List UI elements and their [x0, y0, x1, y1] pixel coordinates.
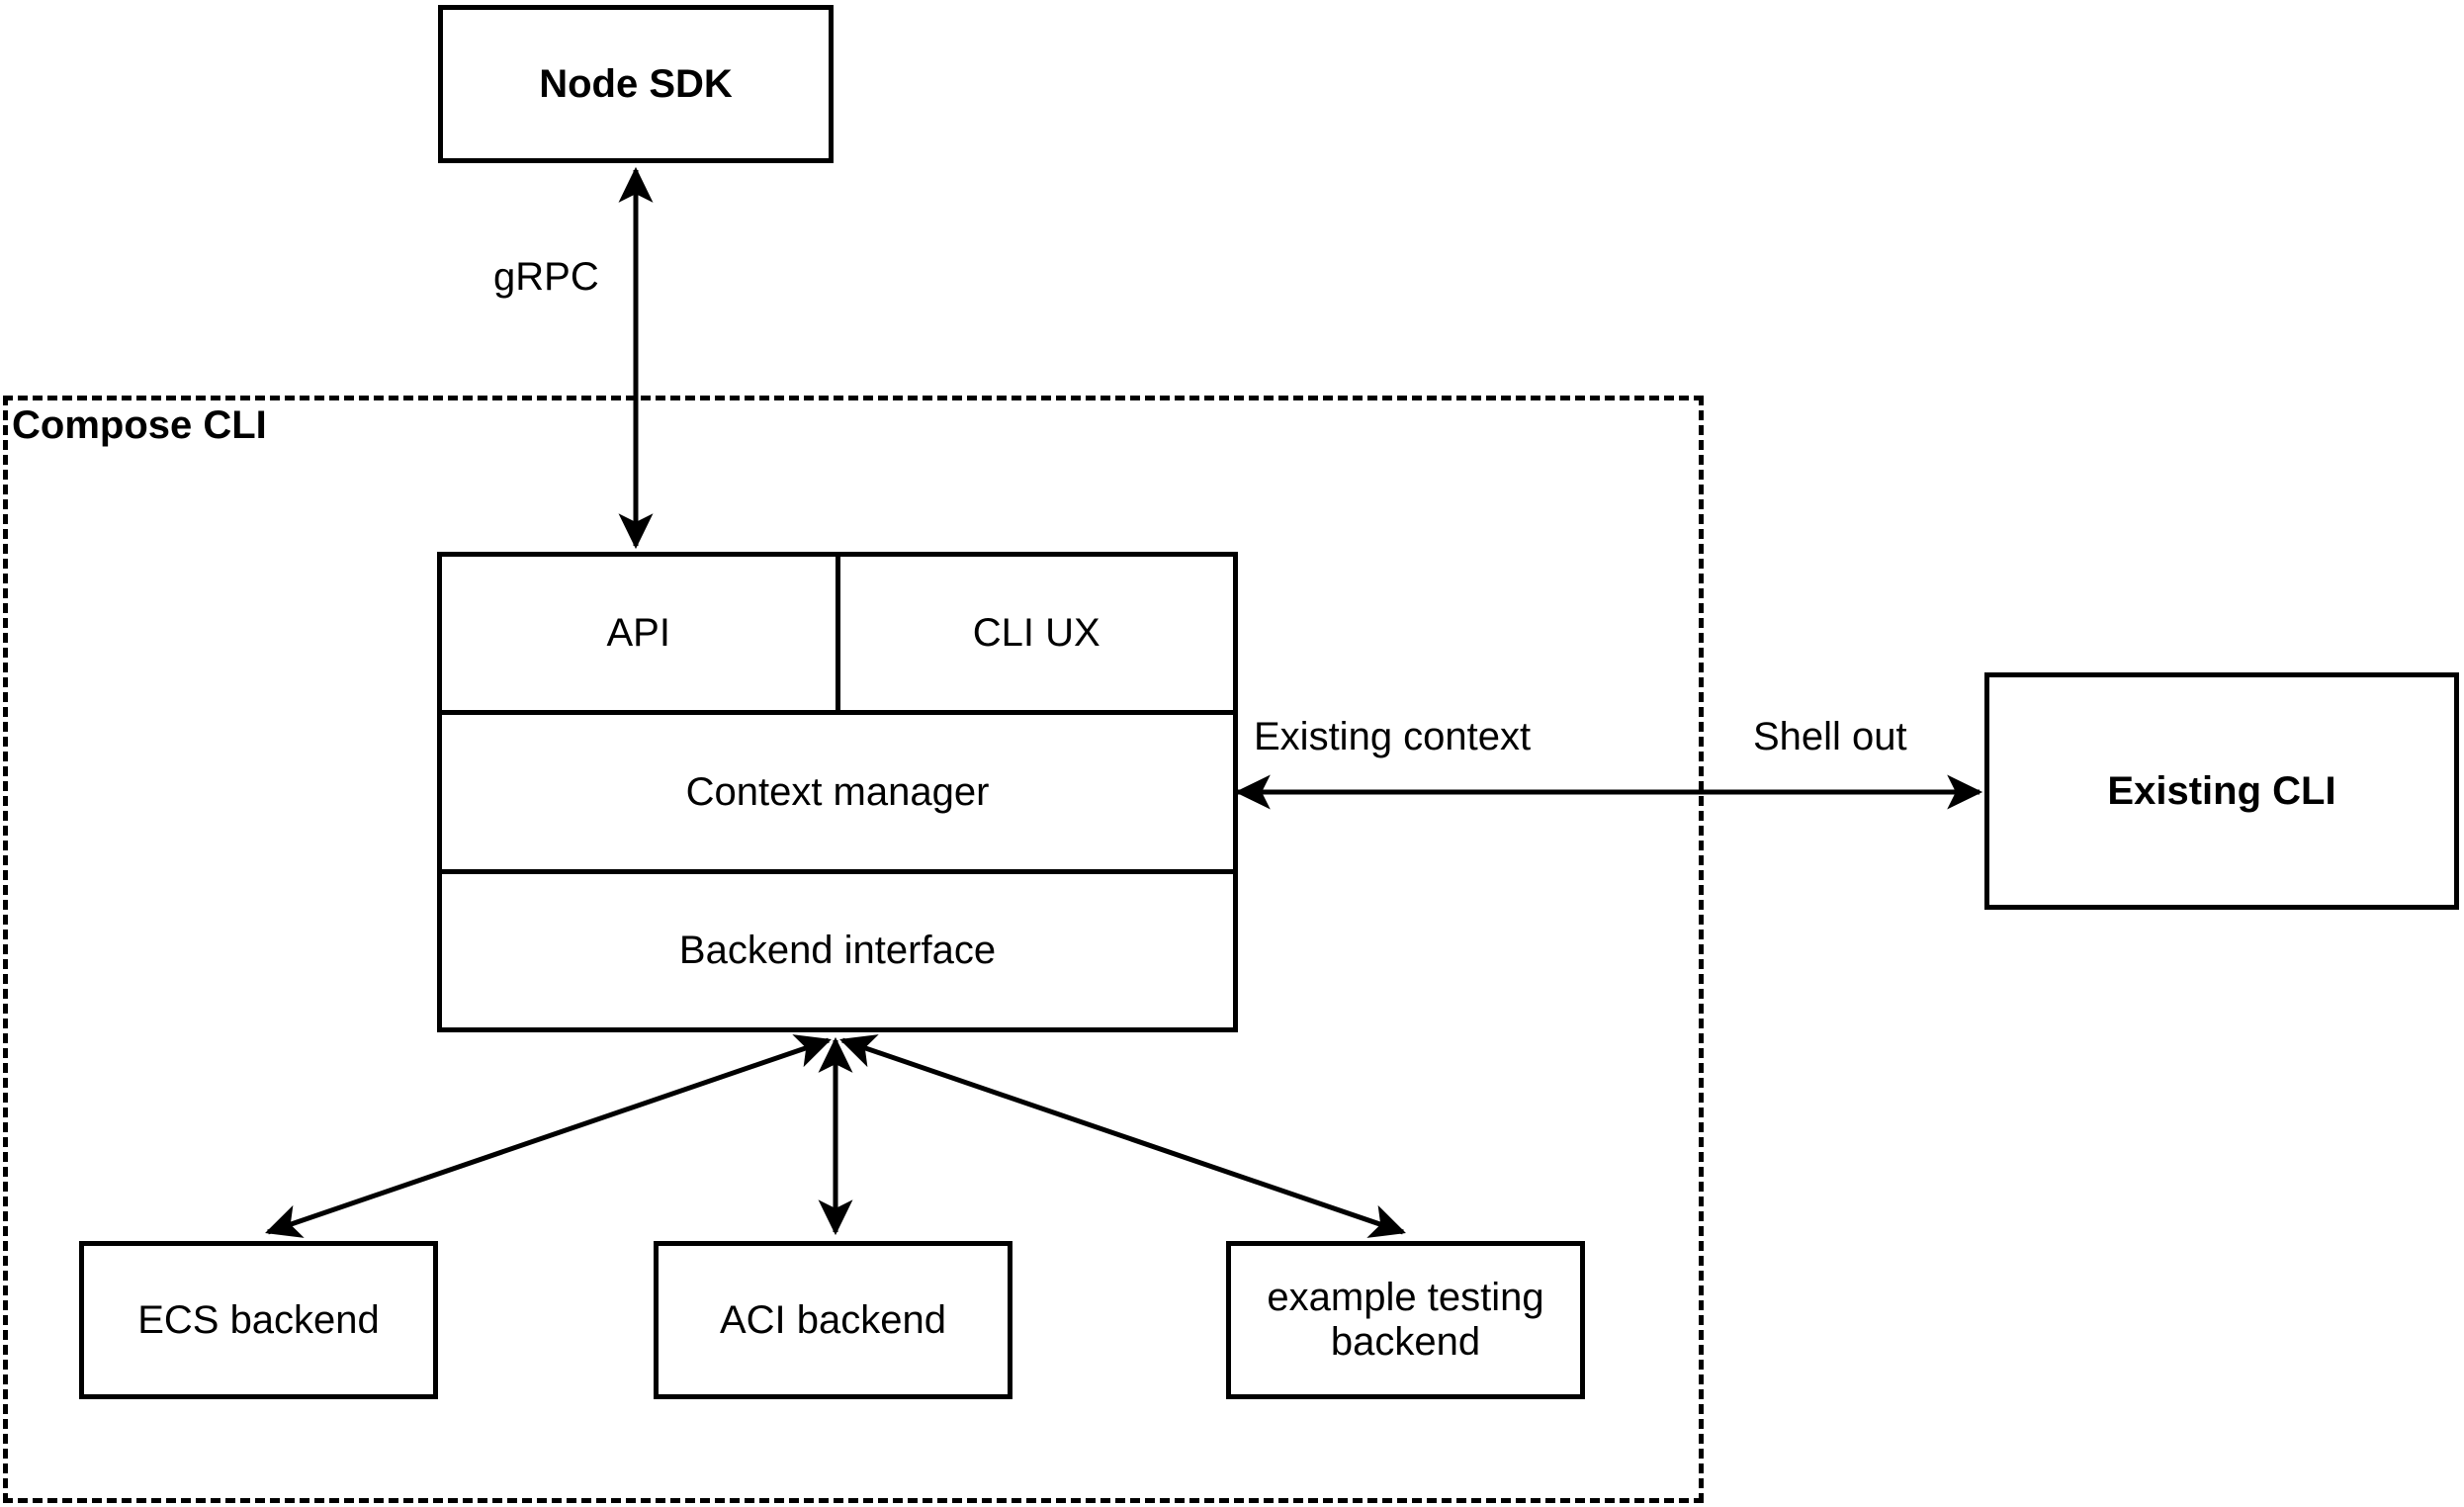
backend-interface-label: Backend interface — [678, 928, 997, 972]
context-manager-cell[interactable]: Context manager — [442, 715, 1233, 868]
context-manager-label: Context manager — [685, 769, 990, 814]
example-testing-backend-label: example testing backend — [1259, 1276, 1551, 1365]
compose-cli-group-label: Compose CLI — [12, 403, 267, 447]
compose-cli-group-boundary — [3, 396, 1704, 1503]
aci-backend-box[interactable]: ACI backend — [654, 1241, 1012, 1399]
edge-backend-example — [839, 1034, 1406, 1238]
api-label: API — [606, 611, 670, 656]
cli-ux-label: CLI UX — [972, 611, 1100, 656]
node-sdk-label: Node SDK — [539, 61, 733, 106]
existing-context-edge-label: Existing context — [1248, 715, 1538, 759]
aci-backend-label: ACI backend — [719, 1297, 947, 1342]
compose-cli-component-stack: API CLI UX Context manager Backend inter… — [437, 552, 1238, 1032]
edge-backend-ecs — [265, 1034, 832, 1238]
node-sdk-box[interactable]: Node SDK — [438, 5, 834, 163]
ecs-backend-box[interactable]: ECS backend — [79, 1241, 438, 1399]
stack-row-top: API CLI UX — [442, 557, 1234, 716]
existing-cli-label: Existing CLI — [2107, 768, 2336, 813]
cli-ux-cell[interactable]: CLI UX — [840, 557, 1234, 710]
grpc-edge-label: gRPC — [487, 255, 605, 300]
stack-row-backend-interface: Backend interface — [442, 874, 1233, 1027]
backend-interface-cell[interactable]: Backend interface — [442, 874, 1233, 1027]
example-testing-backend-label-line2: backend — [1330, 1320, 1481, 1364]
shell-out-edge-label: Shell out — [1747, 715, 1913, 759]
example-testing-backend-label-line1: example testing — [1267, 1276, 1544, 1320]
api-cell[interactable]: API — [442, 557, 840, 711]
example-testing-backend-box[interactable]: example testing backend — [1226, 1241, 1585, 1399]
stack-row-context-manager: Context manager — [442, 715, 1233, 874]
existing-cli-box[interactable]: Existing CLI — [1984, 672, 2459, 910]
ecs-backend-label: ECS backend — [137, 1297, 380, 1342]
